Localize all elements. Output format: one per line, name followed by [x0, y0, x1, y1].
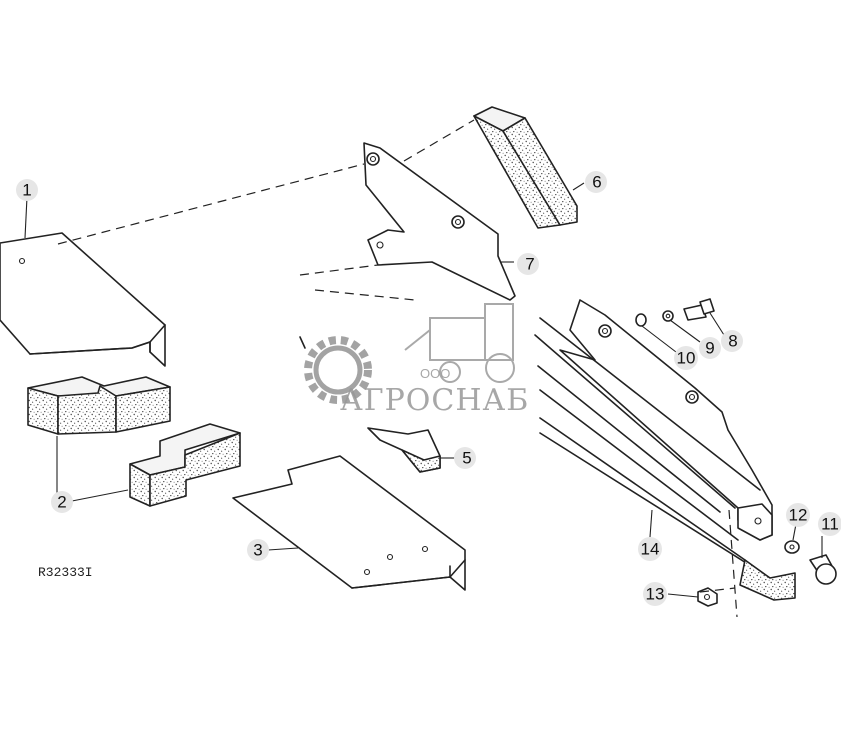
part-1-cover-plate	[0, 232, 166, 367]
callout-2: 2	[51, 491, 73, 513]
callout-13-label: 13	[646, 585, 665, 604]
callout-11-label: 11	[821, 515, 839, 534]
callout-2-label: 2	[57, 493, 66, 512]
callout-12-label: 12	[789, 506, 808, 525]
callout-14: 14	[638, 537, 662, 561]
callout-13: 13	[643, 582, 667, 606]
callout-5-label: 5	[462, 449, 471, 468]
callout-1: 1	[16, 179, 38, 201]
hardware-bolt-washers	[635, 298, 715, 327]
part-14-frame-rail	[534, 299, 796, 601]
part-2-foam-blocks	[27, 376, 241, 507]
callout-10: 10	[674, 346, 698, 370]
callout-8-label: 8	[728, 332, 737, 351]
callout-8: 8	[721, 330, 743, 352]
part-7-upright-bracket	[363, 142, 516, 301]
callout-6-label: 6	[592, 173, 601, 192]
reference-code: R32333I	[38, 565, 93, 580]
hardware-lower	[697, 540, 837, 607]
harvester-icon	[404, 303, 515, 383]
callout-5: 5	[454, 447, 476, 469]
part-5-bracket	[299, 336, 441, 473]
callout-14-label: 14	[641, 540, 660, 559]
callout-9: 9	[699, 337, 721, 359]
callout-12: 12	[786, 503, 810, 527]
part-6-foam-pad	[473, 106, 578, 229]
callout-10-label: 10	[677, 349, 696, 368]
callout-3-label: 3	[253, 541, 262, 560]
callout-1-label: 1	[22, 181, 31, 200]
callout-6: 6	[585, 171, 607, 193]
part-3-lower-plate	[232, 455, 466, 591]
callout-7: 7	[517, 253, 539, 275]
callout-7-label: 7	[525, 255, 534, 274]
callout-3: 3	[247, 539, 269, 561]
callout-11: 11	[818, 512, 841, 536]
watermark-company: АГРОСНАБ	[340, 383, 529, 418]
gear-icon	[304, 336, 372, 404]
callout-9-label: 9	[705, 339, 714, 358]
leader-lines	[24, 182, 823, 598]
assembly-lines	[57, 119, 738, 618]
watermark-prefix: ООО	[420, 366, 450, 381]
watermark: ООО АГРОСНАБ	[304, 303, 529, 418]
